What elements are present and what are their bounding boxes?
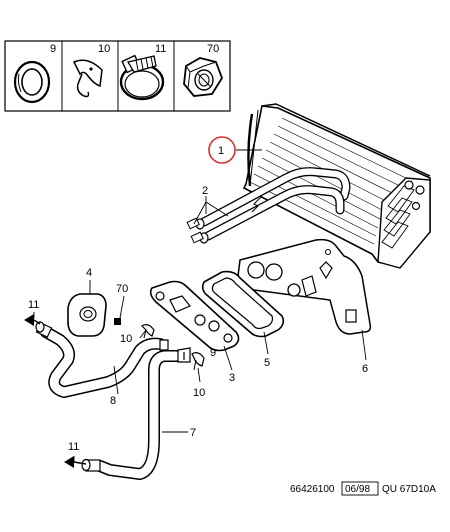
callout-9: 9 xyxy=(210,347,216,359)
leader-lines xyxy=(33,149,367,462)
arrow-left-icon xyxy=(24,314,34,326)
arrow-left-icon-lower xyxy=(64,456,74,468)
highlight-circle xyxy=(208,136,236,164)
spring-clip-icon xyxy=(72,59,103,98)
callout-4: 4 xyxy=(86,267,92,279)
legend-num-11: 11 xyxy=(155,43,166,55)
callout-1: 1 xyxy=(218,145,224,157)
footer-date: 06/98 xyxy=(345,484,370,495)
callout-8: 8 xyxy=(110,395,116,407)
callout-10-lower: 10 xyxy=(193,387,205,399)
heater-pipes xyxy=(186,167,351,244)
hex-nut-icon xyxy=(183,57,223,97)
legend-num-70: 70 xyxy=(207,43,219,55)
footer-ref: 66426100 xyxy=(290,484,335,495)
callout-11-upper: 11 xyxy=(28,299,39,311)
seal-ring-icon xyxy=(13,60,51,104)
hose-lower xyxy=(81,339,191,480)
heater-matrix xyxy=(242,103,431,269)
flange-plate xyxy=(237,238,372,335)
hose-upper xyxy=(35,321,166,398)
footer: 66426100 06/98 QU 67D10A xyxy=(290,481,436,496)
spring-clip-small xyxy=(141,324,205,371)
callout-11-lower: 11 xyxy=(68,441,79,453)
callout-7: 7 xyxy=(190,427,196,439)
legend-num-9: 9 xyxy=(50,43,56,55)
callout-70: 70 xyxy=(116,283,128,295)
callout-5: 5 xyxy=(264,357,270,369)
callout-2: 2 xyxy=(202,185,208,197)
footer-code: QU 67D10A xyxy=(382,484,436,495)
pipe-flange xyxy=(149,280,240,352)
callout-3: 3 xyxy=(229,372,235,384)
nut-marker xyxy=(114,318,121,325)
callout-6: 6 xyxy=(362,363,368,375)
legend-box: 9 10 11 70 xyxy=(4,40,231,112)
legend-num-10: 10 xyxy=(98,43,110,55)
hose-clamp-icon xyxy=(119,54,165,101)
callout-10-left: 10 xyxy=(120,333,132,345)
gasket xyxy=(201,270,285,338)
pipe-bracket xyxy=(67,293,107,337)
